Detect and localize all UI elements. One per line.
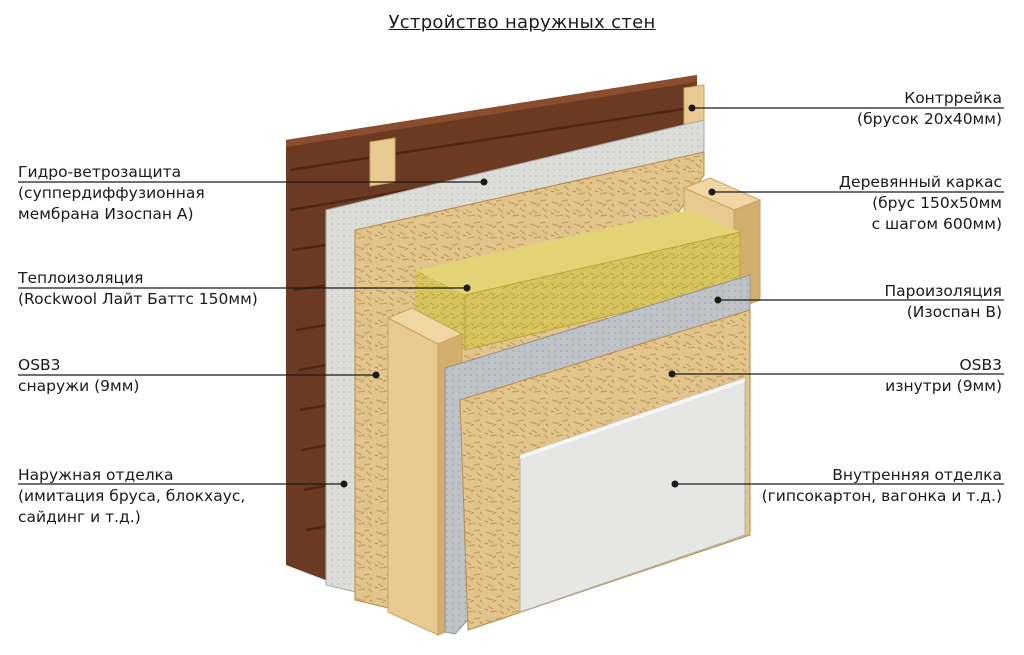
label-vapor-barrier: Пароизоляция (Изоспан В) — [885, 281, 1002, 323]
label-exterior-finish: Наружная отделка (имитация бруса, блокха… — [18, 465, 245, 528]
label-osb-inside: OSB3 изнутри (9мм) — [885, 355, 1002, 397]
label-insulation-line2: (Rockwool Лайт Баттс 150мм) — [18, 290, 258, 308]
label-insulation-line1: Теплоизоляция — [18, 269, 144, 287]
label-osb-outside-line1: OSB3 — [18, 356, 61, 374]
label-interior-finish-line1: Внутренняя отделка — [832, 466, 1002, 484]
label-vapor-barrier-line2: (Изоспан В) — [906, 303, 1002, 321]
interior-drywall-layer — [519, 377, 746, 613]
label-wind-barrier-line3: мембрана Изоспан А) — [18, 205, 194, 223]
label-exterior-finish-line3: сайдинг и т.д.) — [18, 508, 141, 526]
leader-lines — [18, 107, 1004, 485]
label-osb-outside-line2: снаружи (9мм) — [18, 377, 140, 395]
label-wood-frame-line1: Деревянный каркас — [838, 173, 1002, 191]
label-osb-inside-line1: OSB3 — [959, 356, 1002, 374]
label-wood-frame: Деревянный каркас (брус 150х50мм с шагом… — [839, 172, 1002, 235]
label-counter-batten-line2: (брусок 20х40мм) — [857, 110, 1002, 128]
label-counter-batten-line1: Контррейка — [904, 89, 1002, 107]
label-osb-inside-line2: изнутри (9мм) — [885, 377, 1002, 395]
label-wind-barrier: Гидро-ветрозащита (суппердиффузионная ме… — [18, 162, 205, 225]
label-exterior-finish-line2: (имитация бруса, блокхаус, — [18, 487, 246, 505]
label-wind-barrier-line2: (суппердиффузионная — [18, 184, 205, 202]
label-wood-frame-line2: (брус 150х50мм — [872, 194, 1002, 212]
leader-dots — [340, 104, 722, 488]
label-counter-batten: Контррейка (брусок 20х40мм) — [857, 88, 1002, 130]
label-exterior-finish-line1: Наружная отделка — [18, 466, 174, 484]
label-insulation: Теплоизоляция (Rockwool Лайт Баттс 150мм… — [18, 268, 258, 310]
label-osb-outside: OSB3 снаружи (9мм) — [18, 355, 139, 397]
label-wind-barrier-line1: Гидро-ветрозащита — [18, 163, 182, 181]
label-vapor-barrier-line1: Пароизоляция — [884, 282, 1002, 300]
diagram-title: Устройство наружных стен — [388, 12, 656, 33]
label-interior-finish-line2: (гипсокартон, вагонка и т.д.) — [761, 487, 1002, 505]
label-interior-finish: Внутренняя отделка (гипсокартон, вагонка… — [762, 465, 1002, 507]
label-wood-frame-line3: с шагом 600мм) — [871, 215, 1002, 233]
